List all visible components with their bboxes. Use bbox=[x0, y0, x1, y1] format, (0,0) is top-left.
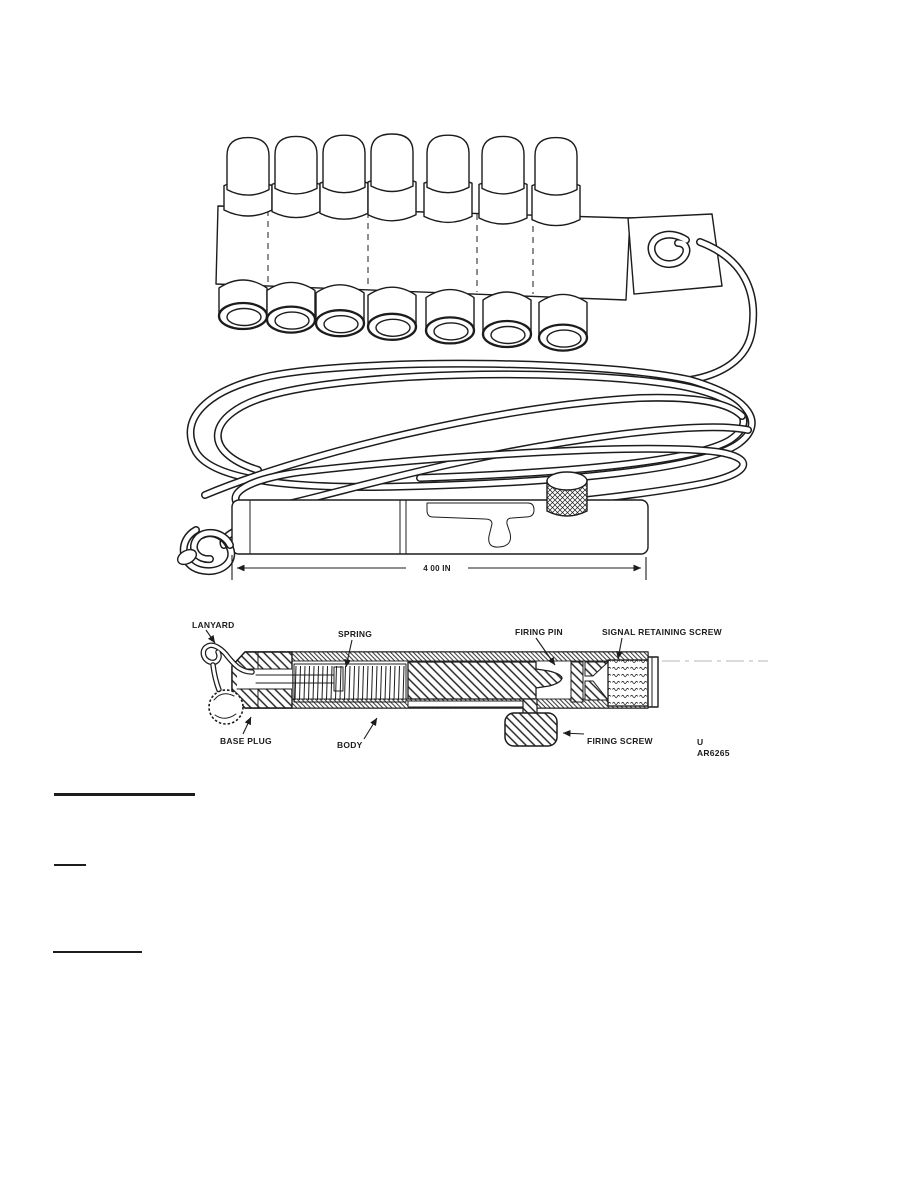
heading-rule-2 bbox=[54, 864, 86, 866]
callout-spring: SPRING bbox=[338, 629, 372, 639]
cutaway-illustration: LANYARD SPRING FIRING PIN SIGNAL RETAINI… bbox=[192, 620, 768, 758]
cutaway-firing-screw bbox=[504, 712, 558, 747]
rod-head bbox=[333, 666, 344, 692]
dimension: 4 00 IN bbox=[231, 555, 647, 580]
cutaway-separator bbox=[570, 661, 584, 703]
cutaway-spring bbox=[294, 665, 405, 701]
cutaway-lanyard-knot bbox=[208, 689, 244, 725]
dimension-label: 4 00 IN bbox=[423, 564, 451, 573]
projector-illustration: 4 00 IN bbox=[176, 471, 649, 580]
bandoleer-stitch-lines bbox=[267, 210, 534, 294]
tab-cord-loop bbox=[647, 230, 691, 268]
callout-body: BODY bbox=[337, 740, 363, 750]
callout-firing-pin: FIRING PIN bbox=[515, 627, 563, 637]
bandoleer-tab bbox=[627, 213, 723, 295]
heading-rule-1 bbox=[54, 793, 195, 796]
cutaway-signal-retaining-screw bbox=[607, 659, 649, 707]
signal-flares bbox=[217, 133, 589, 352]
striker-rail bbox=[407, 700, 529, 708]
cutaway-striker-firing-pin bbox=[407, 661, 563, 700]
figure-reference-line1: U bbox=[697, 737, 703, 747]
cutaway-end-cap bbox=[647, 656, 659, 708]
figure-reference-line2: AR6265 bbox=[697, 748, 730, 758]
callout-firing-screw: FIRING SCREW bbox=[587, 736, 654, 746]
cutaway-lanyard bbox=[200, 642, 255, 725]
firing-screw-knob bbox=[546, 471, 588, 517]
callout-lanyard: LANYARD bbox=[192, 620, 235, 630]
lanyard-knot bbox=[176, 526, 236, 576]
bandoleer-illustration bbox=[215, 133, 723, 352]
cutaway-top-wall bbox=[291, 651, 649, 662]
projector-body-seams bbox=[249, 499, 407, 555]
trigger-slot bbox=[426, 502, 535, 548]
callout-leaders bbox=[205, 629, 623, 740]
heading-rule-3 bbox=[53, 951, 142, 953]
projector-body bbox=[231, 499, 649, 555]
callout-signal-retaining-screw: SIGNAL RETAINING SCREW bbox=[602, 627, 723, 637]
callout-base-plug: BASE PLUG bbox=[220, 736, 272, 746]
